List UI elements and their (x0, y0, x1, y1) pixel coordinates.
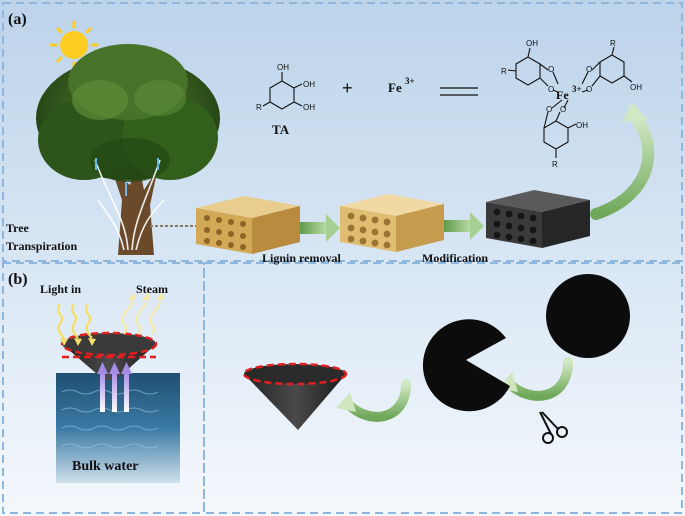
complex-r-right: R (610, 39, 616, 48)
complex-fe-symbol: Fe (556, 88, 569, 102)
lignin-removal-arrow (300, 214, 340, 242)
fe-ion-charge: 3+ (405, 76, 415, 86)
complex-fe-charge: 3+ (572, 84, 582, 94)
modified-wood-block (486, 190, 590, 248)
steam-arrows (121, 292, 164, 335)
complex-o-6: O (560, 105, 566, 114)
complex-r-left: R (501, 67, 507, 76)
tree-illustration (36, 44, 220, 255)
folding-arrow (336, 379, 411, 422)
solar-evaporator-cone (60, 331, 158, 380)
ta-label: TA (272, 122, 290, 137)
fe-ion-symbol: Fe (388, 80, 402, 95)
cut-wood-disk (422, 319, 510, 412)
complex-formation-arrow (590, 102, 655, 220)
light-in-label: Light in (40, 282, 81, 296)
scissors-icon (539, 411, 568, 444)
light-in-arrows (56, 303, 96, 346)
modification-label: Modification (422, 251, 488, 265)
plus-sign: + (342, 78, 353, 98)
complex-o-2: O (548, 85, 554, 94)
bulk-water-label: Bulk water (72, 459, 139, 474)
complex-o-1: O (548, 65, 554, 74)
panel-b-label: (b) (8, 271, 28, 288)
tannic-acid-structure (262, 72, 303, 110)
water-transport-arrows (97, 362, 132, 412)
complex-o-5: O (546, 105, 552, 114)
panel-b-right-border (203, 262, 683, 514)
ta-oh-mid: OH (303, 80, 315, 89)
complex-oh-left: OH (526, 39, 538, 48)
panel-a-label: (a) (8, 11, 27, 28)
complex-o-3: O (586, 65, 592, 74)
natural-wood-block (196, 196, 300, 254)
lignin-removal-label: Lignin removal (262, 251, 341, 265)
tree-label-line1: Tree (6, 221, 30, 235)
complex-r-bottom: R (552, 160, 558, 169)
fe-ta-complex-structure (507, 46, 633, 158)
ta-oh-top: OH (277, 63, 289, 72)
ta-oh-bottom: OH (303, 103, 315, 112)
ta-r-group: R (256, 103, 262, 112)
panel-a-border (2, 2, 683, 262)
folded-cone (242, 362, 348, 430)
tree-label-line2: Transpiration (6, 239, 77, 253)
complex-oh-bottom: OH (576, 121, 588, 130)
complex-o-4: O (586, 85, 592, 94)
steam-label: Steam (136, 282, 168, 296)
water-ripples (61, 389, 159, 449)
modification-arrow (444, 212, 484, 240)
dark-wood-disk (546, 274, 630, 358)
equals-sign (440, 87, 478, 96)
complex-oh-right: OH (630, 83, 642, 92)
delignified-wood-block (340, 194, 444, 252)
